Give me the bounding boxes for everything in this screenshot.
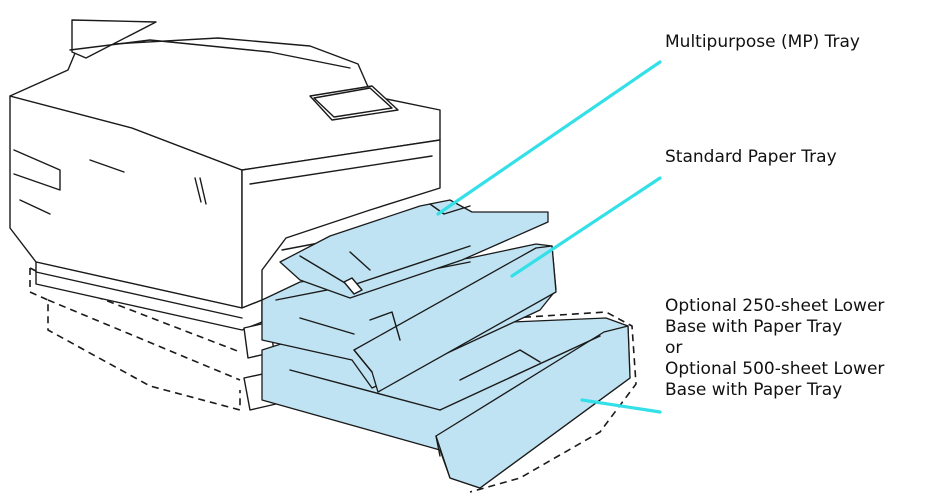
- leader-line-mp: [436, 60, 662, 216]
- optional-base-outline: [29, 267, 241, 412]
- label-optional-line-5: Base with Paper Tray: [665, 380, 843, 400]
- label-optional-line-1: Optional 250-sheet Lower: [665, 296, 885, 316]
- mp-tray: [279, 199, 549, 299]
- leader-line-standard: [510, 176, 662, 278]
- leader-lines: [436, 60, 662, 414]
- label-mp-tray: Multipurpose (MP) Tray: [665, 32, 860, 52]
- label-optional-base: Optional 250-sheet Lower Base with Paper…: [665, 296, 884, 401]
- label-optional-line-3: or: [665, 338, 683, 358]
- label-standard-tray: Standard Paper Tray: [665, 147, 837, 167]
- leader-line-optional: [580, 398, 662, 414]
- label-optional-line-4: Optional 500-sheet Lower: [665, 359, 885, 379]
- label-optional-line-2: Base with Paper Tray: [665, 317, 843, 337]
- printer-body: [9, 19, 441, 411]
